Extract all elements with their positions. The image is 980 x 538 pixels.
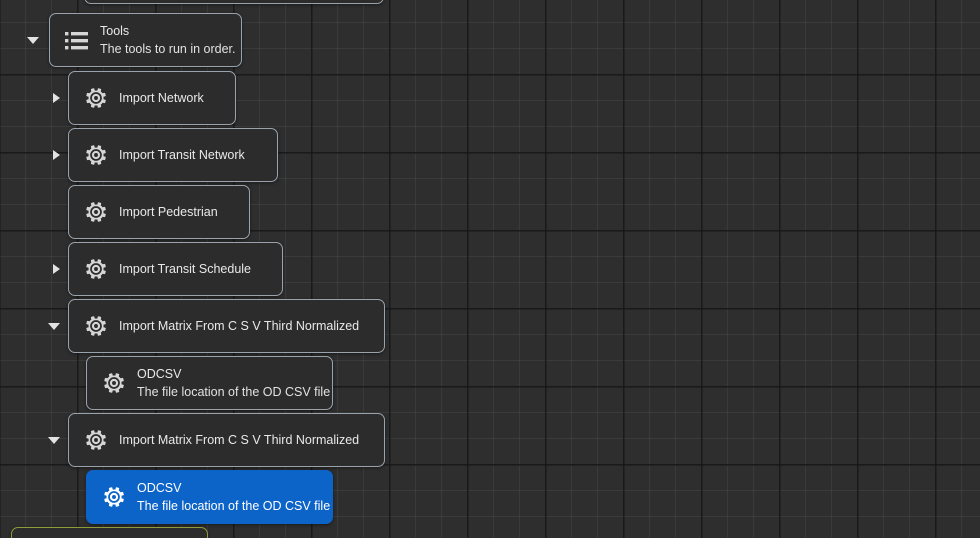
expander-toggle-import-matrix-2[interactable] — [47, 433, 61, 447]
node-title: Tools — [100, 23, 130, 38]
gear-icon — [79, 309, 113, 343]
expander-toggle-import-transit-network[interactable] — [49, 148, 63, 162]
gear-icon — [79, 423, 113, 457]
node-import-transit-network[interactable]: Import Transit Network — [68, 128, 278, 182]
node-description: The file location of the OD CSV file — [137, 385, 331, 399]
expander-toggle-import-transit-schedule[interactable] — [49, 262, 63, 276]
node-odcsv-2[interactable]: ODCSV The file location of the OD CSV fil… — [86, 470, 333, 524]
node-title: Import Matrix From C S V Third Normalize… — [119, 318, 360, 333]
node-import-matrix-2[interactable]: Import Matrix From C S V Third Normalize… — [68, 413, 385, 467]
node-title: ODCSV — [137, 480, 182, 495]
node-import-matrix-1[interactable]: Import Matrix From C S V Third Normalize… — [68, 299, 385, 353]
node-title: Import Transit Network — [119, 147, 245, 162]
gear-icon — [79, 252, 113, 286]
chevron-right-icon — [52, 150, 60, 160]
chevron-down-icon — [48, 436, 60, 444]
node-title: ODCSV — [137, 366, 182, 381]
node-text-block: Import Network — [119, 90, 204, 106]
list-icon — [60, 23, 94, 57]
chevron-right-icon — [52, 264, 60, 274]
node-description: The file location of the OD CSV file — [137, 499, 331, 513]
node-title: Import Matrix From C S V Third Normalize… — [119, 432, 360, 447]
node-partial-top[interactable] — [84, 0, 384, 4]
node-title: Import Transit Schedule — [119, 261, 252, 276]
expander-toggle-import-network[interactable] — [49, 91, 63, 105]
node-text-block: ODCSV The file location of the OD CSV fil… — [137, 366, 331, 401]
node-text-block: Import Matrix From C S V Third Normalize… — [119, 432, 359, 448]
gear-icon — [97, 480, 131, 514]
expander-toggle-import-matrix-1[interactable] — [47, 319, 61, 333]
node-title: Import Network — [119, 90, 204, 105]
node-import-network[interactable]: Import Network — [68, 71, 236, 125]
node-text-block: Import Matrix From C S V Third Normalize… — [119, 318, 359, 334]
expander-toggle-tools[interactable] — [26, 33, 40, 47]
chevron-down-icon — [27, 36, 39, 44]
gear-icon — [97, 366, 131, 400]
node-description: The tools to run in order. — [100, 42, 236, 56]
node-partial-bottom-green[interactable] — [11, 527, 208, 538]
node-text-block: ODCSV The file location of the OD CSV fil… — [137, 480, 331, 515]
gear-icon — [79, 81, 113, 115]
gear-icon — [79, 138, 113, 172]
gear-icon — [79, 195, 113, 229]
node-text-block: Import Transit Schedule — [119, 261, 251, 277]
node-title: Import Pedestrian — [119, 204, 218, 219]
node-text-block: Import Pedestrian — [119, 204, 218, 220]
chevron-down-icon — [48, 322, 60, 330]
node-odcsv-1[interactable]: ODCSV The file location of the OD CSV fil… — [86, 356, 333, 410]
node-import-transit-schedule[interactable]: Import Transit Schedule — [68, 242, 283, 296]
chevron-right-icon — [52, 93, 60, 103]
node-text-block: Import Transit Network — [119, 147, 245, 163]
node-import-pedestrian[interactable]: Import Pedestrian — [68, 185, 250, 239]
